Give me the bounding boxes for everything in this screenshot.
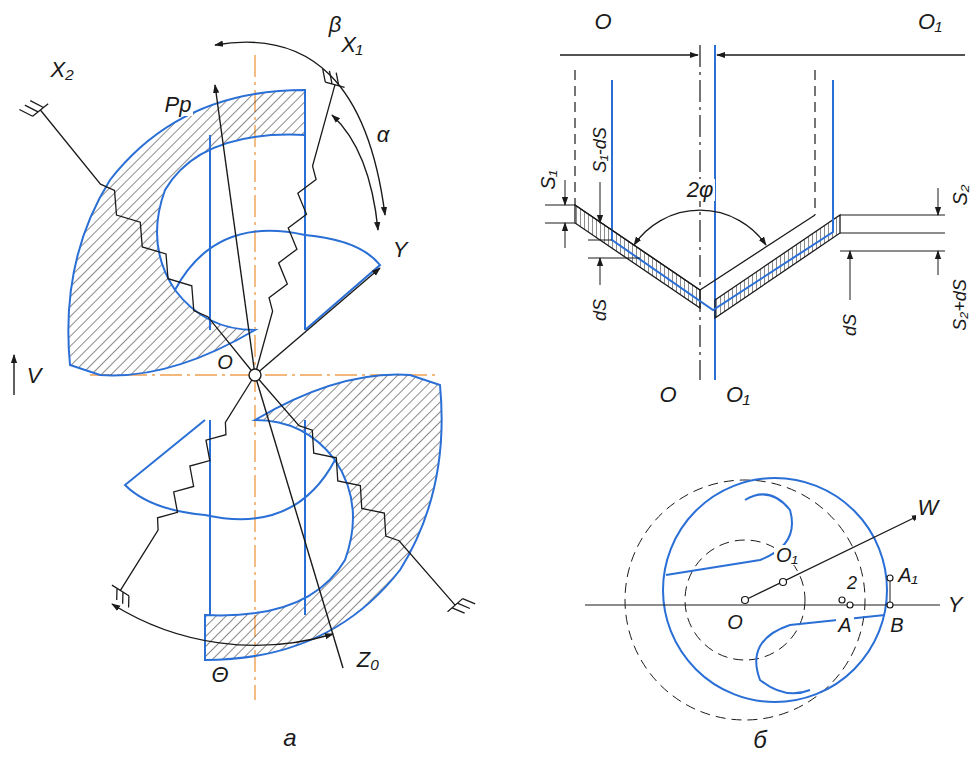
- flute-profile: [666, 494, 885, 693]
- drawing-label: а: [281, 726, 298, 750]
- drawing-label: B: [888, 615, 905, 635]
- hatched-cutting-lips: [575, 205, 840, 318]
- w-axis: [745, 515, 920, 600]
- drawing-label: dS: [591, 297, 609, 323]
- drawing-label: O: [592, 11, 613, 33]
- center-lines: [560, 45, 965, 380]
- drawing-label: S₂: [950, 183, 970, 208]
- force-and-axis-lines: [14, 42, 385, 668]
- drawing-label: β: [327, 14, 344, 36]
- drawing-label: V: [25, 365, 44, 387]
- drawing-label: O: [725, 612, 745, 632]
- drawing-label: S₁: [538, 168, 558, 192]
- drawing-label: Y: [391, 239, 410, 261]
- drawing-label: S₂+dS: [951, 277, 969, 332]
- drawing-label: O₁: [916, 11, 944, 33]
- drawing-label: O: [215, 352, 235, 372]
- drawing-label: dS: [841, 312, 859, 338]
- a1-b-line: [890, 578, 891, 605]
- points: [742, 575, 894, 608]
- spring-supports: [19, 69, 475, 621]
- hatched-rotor-part: [68, 90, 441, 660]
- drawing-label: A₁: [896, 565, 920, 585]
- drawing-label: O₁: [724, 384, 752, 406]
- drawing-label: Z₀: [355, 649, 382, 671]
- drawing-label: Pр: [163, 94, 194, 116]
- drawing-label: S₁-dS: [591, 125, 609, 175]
- drawing-label: X₁: [339, 34, 365, 56]
- drawing-label: O₁: [774, 545, 800, 565]
- shifted-section-circle: [625, 480, 865, 720]
- drawing-label: Θ: [209, 664, 230, 686]
- drawing-label: Y: [946, 594, 965, 616]
- drawing-label: 2φ: [685, 179, 716, 201]
- drawing-label: α: [375, 124, 392, 146]
- original-tip-outline: [575, 205, 815, 290]
- angle-arc: [634, 210, 766, 245]
- drawing-label: 2: [845, 574, 859, 592]
- drawing-label: W: [916, 497, 941, 519]
- rotor-outline: [125, 135, 380, 615]
- drawing-label: X₂: [48, 59, 75, 81]
- drill-section: [663, 478, 887, 702]
- center-pivot: [249, 369, 261, 381]
- drawing-label: A: [836, 615, 853, 635]
- core-circle: [685, 540, 805, 660]
- dimension-lines: [545, 180, 945, 300]
- drawing-label: O: [657, 384, 678, 406]
- drawing-label: б: [751, 728, 769, 752]
